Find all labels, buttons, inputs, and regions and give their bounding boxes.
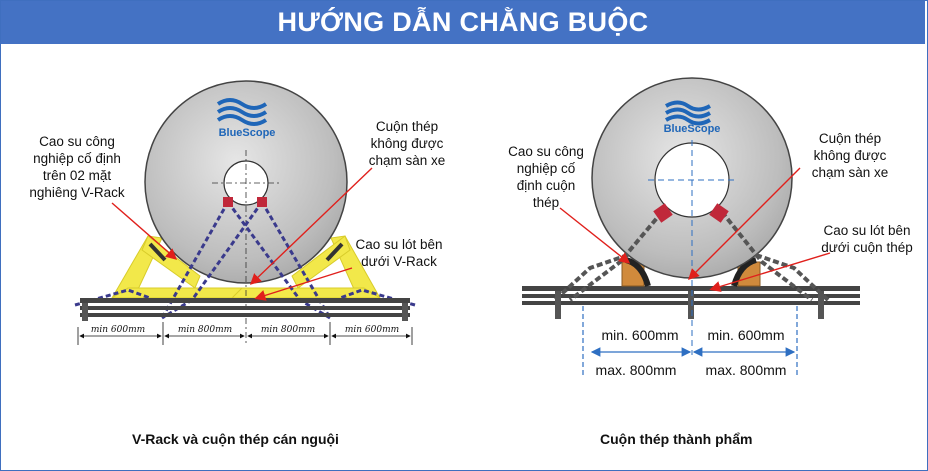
right-diagram: BlueScope min. 600mm min. 600mm max. 800… [522, 77, 860, 378]
right-shackle [257, 197, 267, 207]
left-caption: V-Rack và cuộn thép cán nguội [132, 431, 339, 447]
left-dim-1: min 600mm [91, 325, 145, 335]
right-arrow-coil [688, 167, 801, 280]
left-dimension-lines [77, 322, 413, 345]
left-callout-coil-no-touch: Cuộn thép không được chạm sàn xe [368, 119, 446, 168]
left-rubber-pad [148, 242, 167, 262]
right-shackle-right [709, 203, 729, 223]
left-callout-rubber-under: Cao su lót bên dưới V-Rack [355, 237, 443, 269]
left-dim-3: min 800mm [261, 325, 315, 335]
right-logo-text: BlueScope [664, 123, 721, 135]
left-dim-4: min 600mm [345, 325, 399, 335]
left-shackle [223, 197, 233, 207]
right-rubber-pad [325, 242, 344, 262]
right-dim-max-right: max. 800mm [706, 362, 787, 378]
right-dimension-lines [582, 306, 798, 375]
right-dim-max-left: max. 800mm [596, 362, 677, 378]
left-arrow-rubber-under [254, 267, 353, 301]
page-title: HƯỚNG DẪN CHẰNG BUỘC [1, 1, 925, 44]
right-dim-min-left: min. 600mm [601, 327, 678, 343]
left-callout-rubber-vrack: Cao su công nghiệp cố định trên 02 mặt n… [29, 134, 125, 200]
right-shackle-left [653, 203, 673, 223]
left-arrow-rubber-vrack [111, 202, 178, 260]
right-callout-rubber-fix: Cao su công nghiệp cố định cuộn thép [508, 144, 584, 210]
left-logo-text: BlueScope [219, 127, 276, 139]
right-bluescope-logo-icon [664, 100, 712, 126]
left-truck-bed [80, 298, 410, 321]
right-callout-coil-no-touch: Cuộn thép không được chạm sàn xe [811, 131, 889, 180]
right-caption: Cuộn thép thành phẩm [600, 431, 753, 447]
left-dim-2: min 800mm [178, 325, 232, 335]
right-callout-rubber-under: Cao su lót bên dưới cuộn thép [821, 223, 913, 255]
right-dim-min-right: min. 600mm [707, 327, 784, 343]
right-truck-bed [522, 286, 860, 319]
right-arrow-rubber-under [709, 252, 831, 292]
left-arrow-coil [249, 167, 373, 285]
right-arrow-rubber-fix [559, 207, 631, 264]
left-diagram: BlueScope [74, 80, 416, 345]
left-bluescope-logo-icon [216, 98, 268, 126]
